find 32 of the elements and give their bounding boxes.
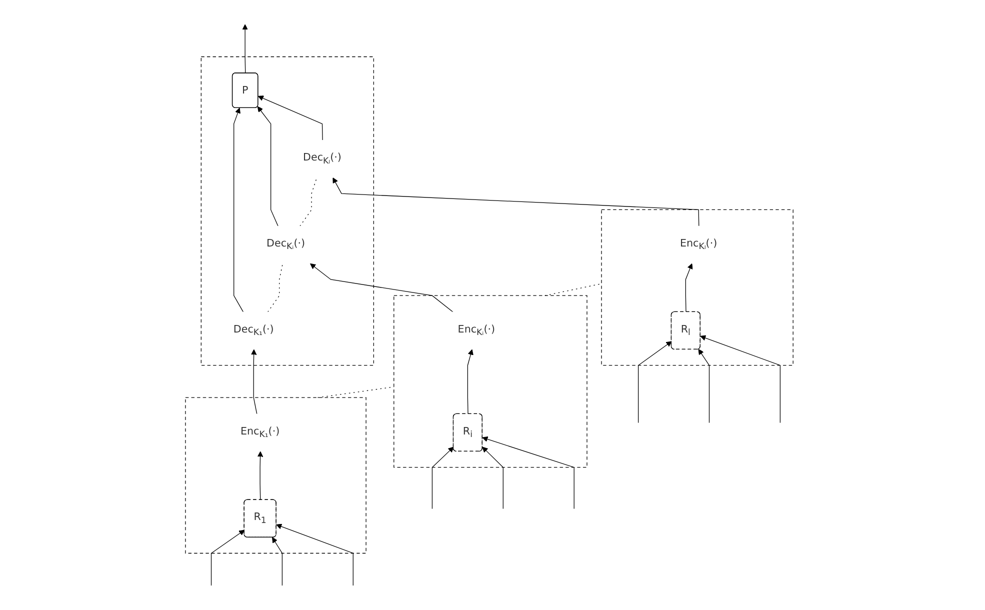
arrow [276,524,354,586]
arrow [700,335,780,424]
arrow [257,451,264,500]
connector [267,263,283,312]
arrow [272,537,283,586]
arrow [332,178,700,226]
arrow [251,349,258,414]
cluster [394,295,588,468]
arrow [432,446,454,510]
arrow [482,436,574,510]
node-text: Dec$_{Kₗ}$(·) [303,150,342,166]
arrow [310,263,454,312]
node-text: Enc$_{Kᵢ}$(·) [458,322,496,338]
arrow [242,24,248,74]
cluster [200,56,374,366]
arrow [638,341,672,424]
arrow [698,349,710,424]
arrow [257,106,278,226]
arrow [210,530,245,586]
arrow [467,349,474,414]
cluster [185,397,366,554]
connector [544,283,602,296]
connector [300,177,318,226]
arrow [685,263,693,312]
cluster [601,209,794,366]
arrow [234,108,244,312]
node-text: Dec$_{Kᵢ}$(·) [266,236,306,252]
arrow [258,96,323,141]
arrow [482,446,504,510]
node-text: Dec$_{K₁}$(·) [233,322,274,338]
node-text: Enc$_{Kₗ}$(·) [680,236,718,252]
node-text: Enc$_{K₁}$(·) [240,424,280,440]
